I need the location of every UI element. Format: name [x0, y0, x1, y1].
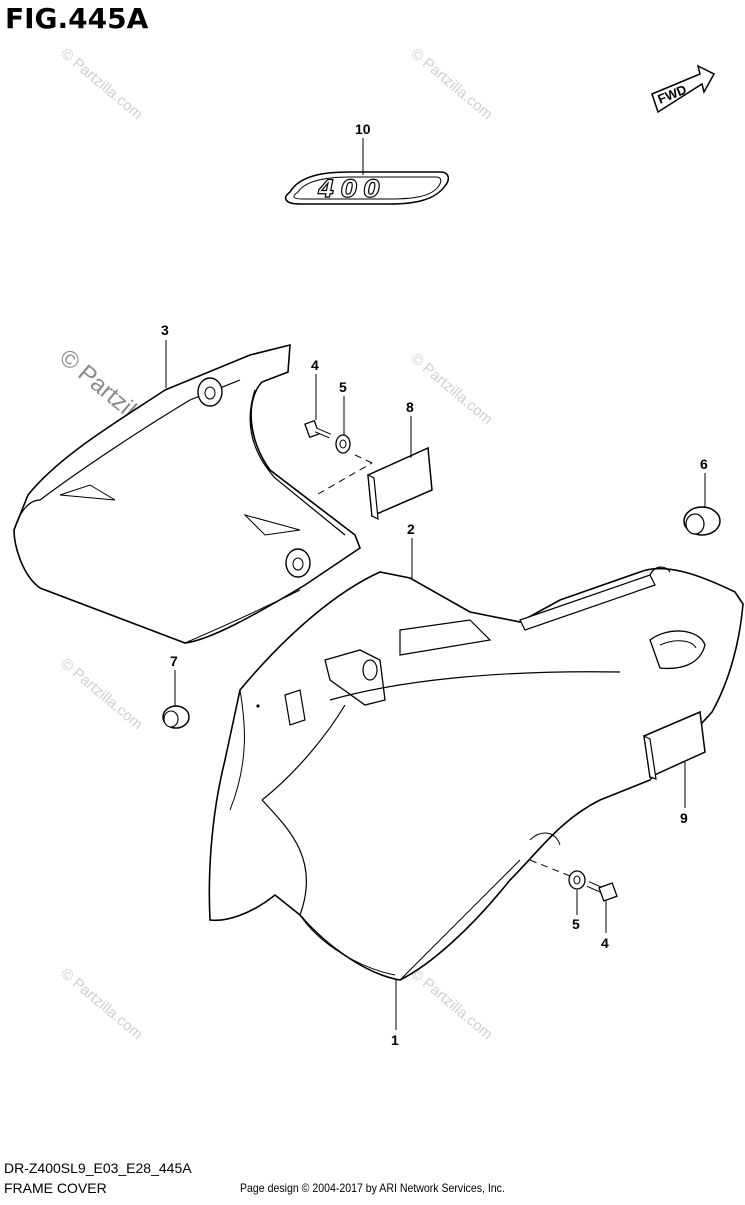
callout-7: 7 [170, 653, 178, 669]
callout-6: 6 [700, 456, 708, 472]
fwd-arrow-icon: FWD [651, 64, 716, 114]
figure-name: FRAME COVER [4, 1180, 107, 1196]
callout-4-lower: 4 [601, 935, 609, 951]
callout-5: 5 [339, 379, 347, 395]
part-4-bolt-lower [586, 881, 618, 902]
part-1-frame-cover-main [208, 566, 744, 981]
callout-8: 8 [406, 399, 414, 415]
figure-title: FIG.445A [5, 2, 149, 35]
part-6-grommet [683, 506, 721, 536]
emblem-text: 400 [317, 175, 386, 203]
part-10-emblem: 400 [284, 171, 450, 205]
leader-lines [165, 138, 706, 1030]
callout-4: 4 [311, 357, 319, 373]
part-4-bolt-upper [304, 419, 331, 439]
watermark-text: © Partzilla.com [57, 655, 145, 733]
part-7-grommet [162, 705, 190, 729]
watermark-text: © Partzilla.com [57, 965, 145, 1043]
callout-2: 2 [407, 521, 415, 537]
callout-10: 10 [355, 121, 371, 137]
watermark-text: © Partzilla.com [407, 350, 495, 428]
callout-3: 3 [161, 322, 169, 338]
watermark-text: © Partzilla.com [407, 45, 495, 123]
callout-1: 1 [391, 1032, 399, 1048]
part-5-washer-upper [335, 434, 351, 454]
callout-labels: 10 3 4 5 8 6 2 7 9 5 4 1 [161, 121, 708, 1048]
callout-9: 9 [680, 810, 688, 826]
figure-code: DR-Z400SL9_E03_E28_445A [4, 1160, 192, 1176]
watermark-text: © Partzilla.com [407, 965, 495, 1043]
callout-5-lower: 5 [572, 916, 580, 932]
part-9-pad [643, 710, 706, 780]
copyright-notice: Page design © 2004-2017 by ARI Network S… [240, 1181, 505, 1195]
part-8-pad [367, 446, 433, 521]
part-5-washer-lower [568, 870, 586, 890]
watermark-text: © Partzilla.com [57, 45, 145, 123]
part-3-frame-cover-upper [13, 343, 361, 644]
